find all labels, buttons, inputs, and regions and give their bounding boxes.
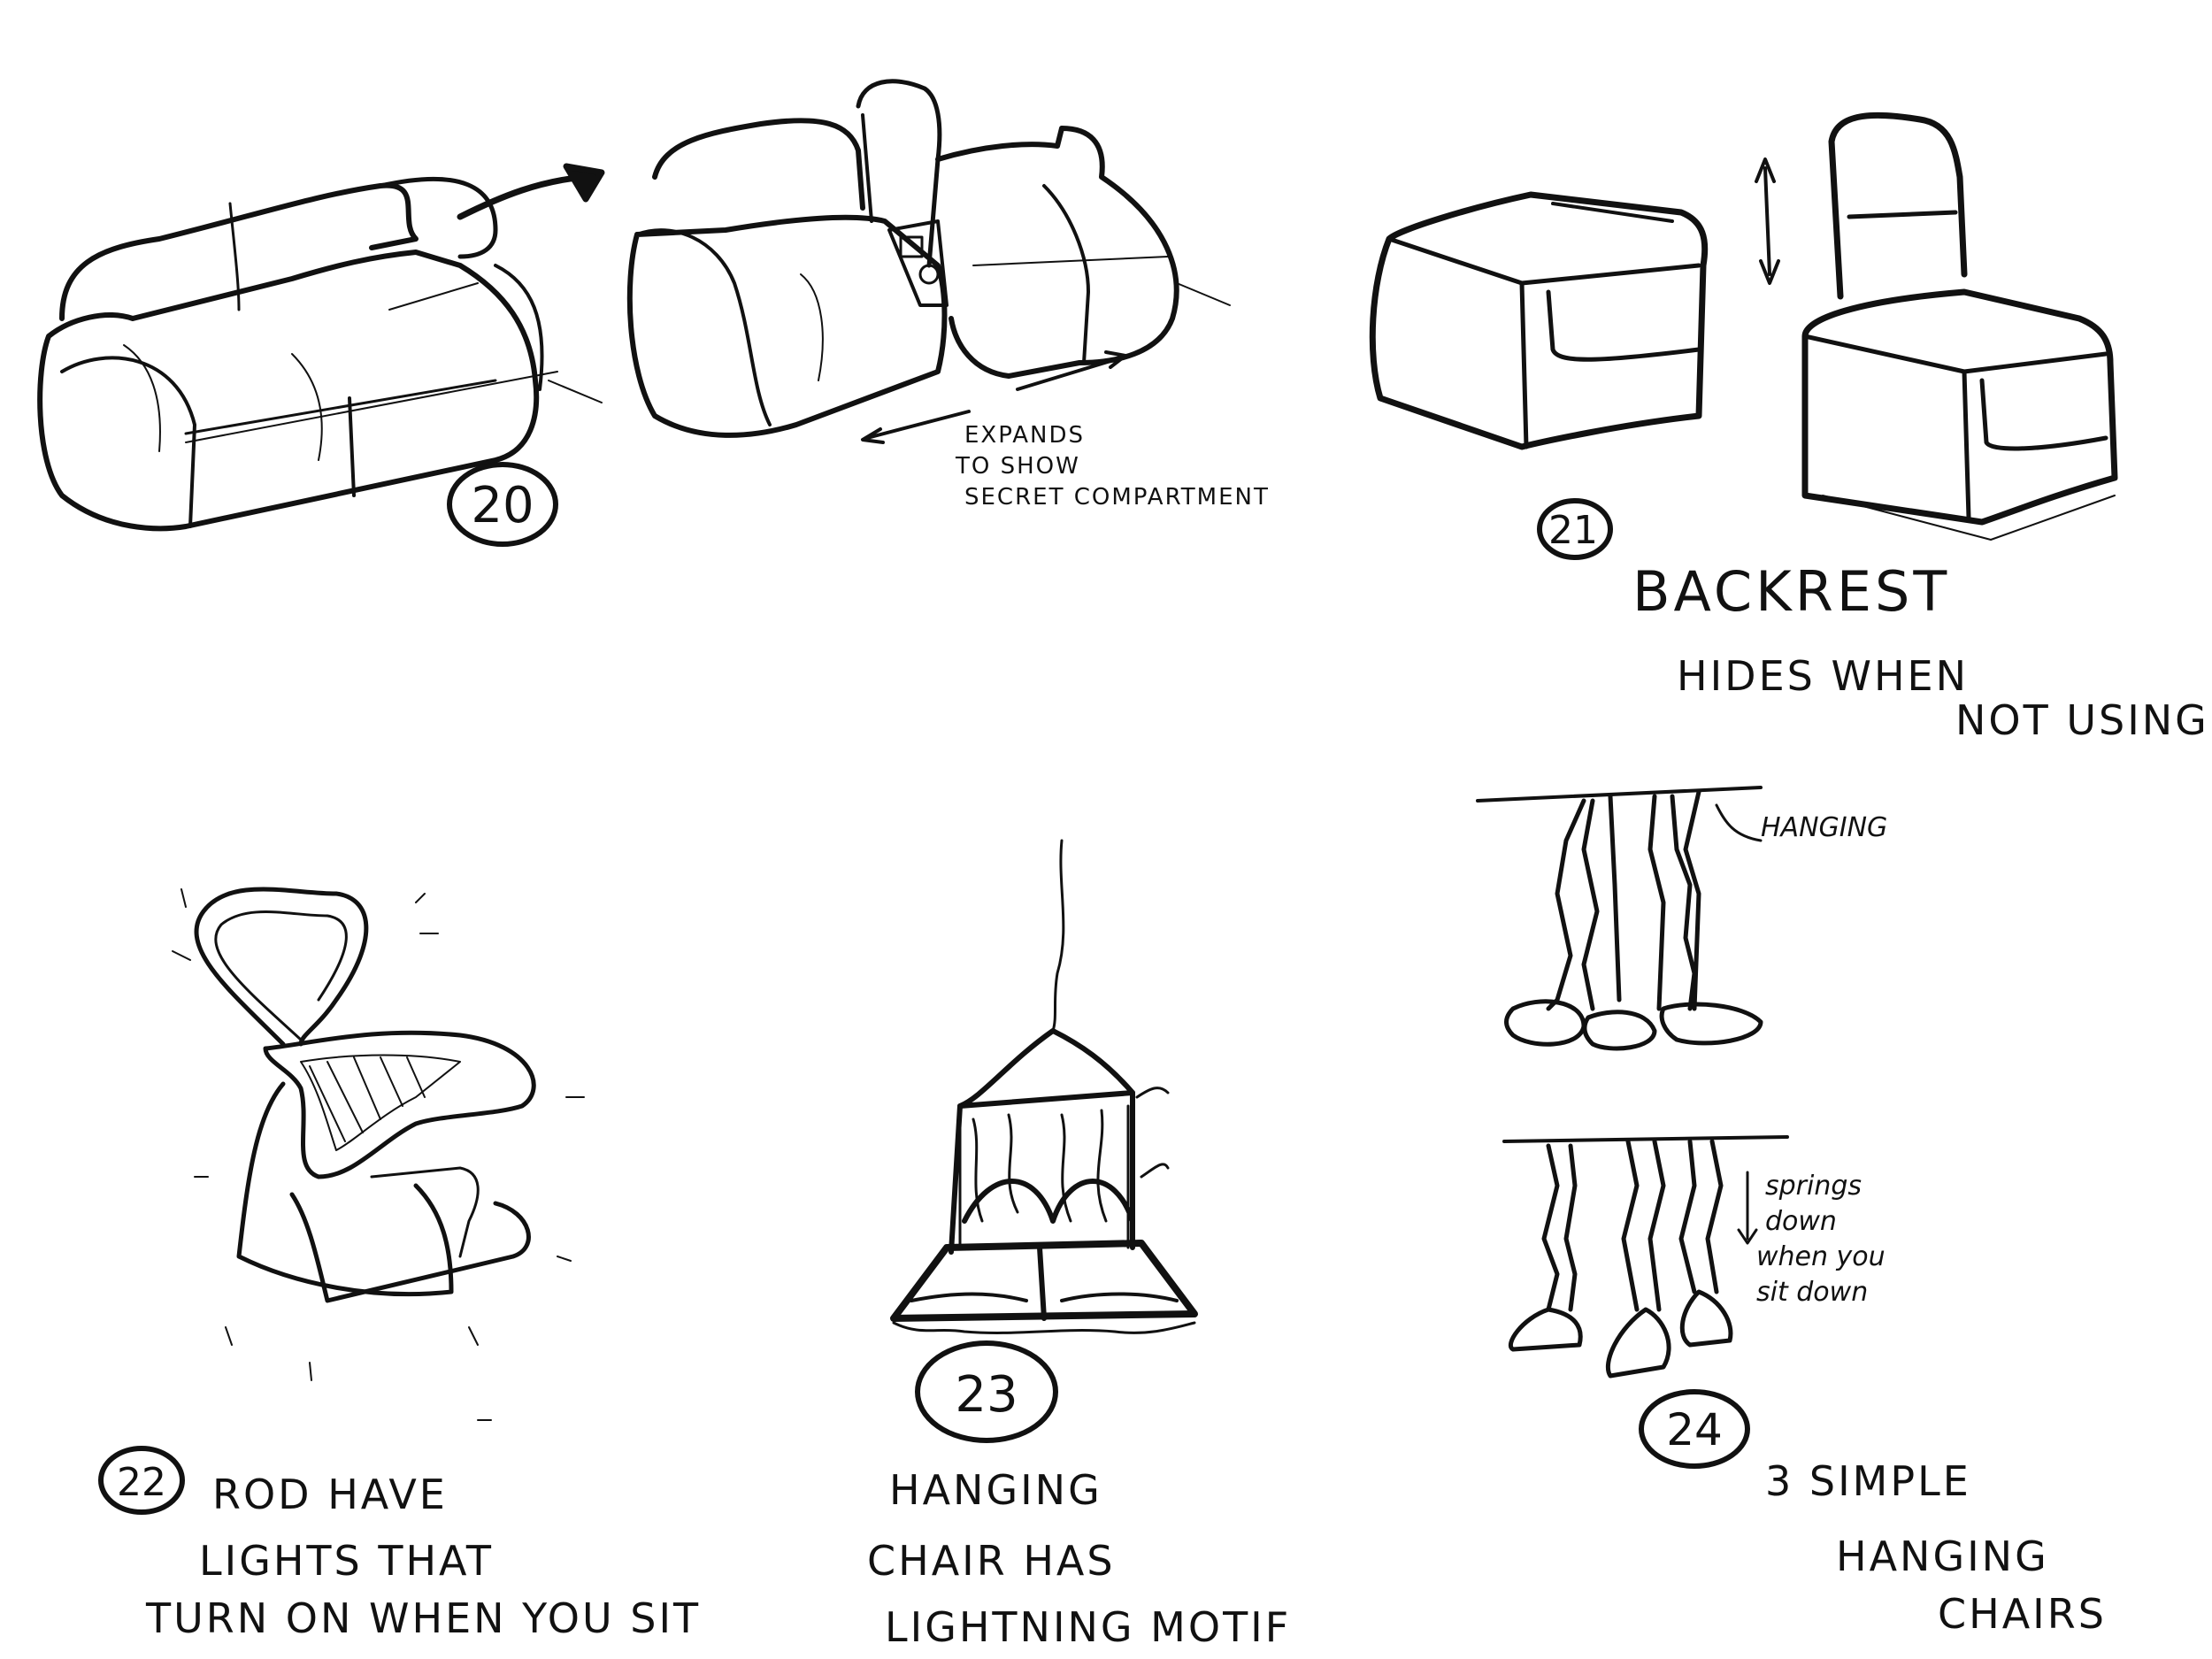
sketch-21-chair-with-backrest bbox=[1801, 111, 2118, 541]
sketch-21-note-3: NOT USING bbox=[1955, 696, 2209, 744]
sketch-23-number-badge: 23 bbox=[915, 1340, 1058, 1443]
sketch-24-note-1: 3 SIMPLE bbox=[1765, 1457, 1971, 1505]
sketch-24-callout-when-you: when you bbox=[1756, 1241, 1886, 1272]
sketch-20-note-2: TO SHOW bbox=[955, 453, 1080, 480]
sketch-22-rod-chair bbox=[194, 887, 536, 1303]
sketch-24-note-2: HANGING bbox=[1836, 1532, 2049, 1580]
sketch-22-number-badge: 22 bbox=[98, 1446, 185, 1515]
sketch-24-note-3: CHAIRS bbox=[1938, 1590, 2107, 1638]
sketch-20-number-badge: 20 bbox=[447, 462, 558, 547]
sketch-22-note-2: LIGHTS THAT bbox=[199, 1537, 494, 1585]
sketch-24-hanging-chairs-down bbox=[1502, 1135, 1789, 1379]
sketch-24-number-badge: 24 bbox=[1639, 1389, 1750, 1469]
springs-down-arrow-icon bbox=[1737, 1171, 1758, 1245]
sketch-21-number-badge: 21 bbox=[1537, 498, 1613, 560]
sketch-23-note-1: HANGING bbox=[889, 1466, 1102, 1514]
sketch-23-note-3: LIGHTNING MOTIF bbox=[885, 1603, 1291, 1651]
sketch-24-callout-sit-down: sit down bbox=[1756, 1277, 1868, 1308]
light-rays-icon bbox=[172, 888, 585, 1421]
hanging-callout-arrow-icon bbox=[1715, 803, 1763, 842]
sketch-22-number: 22 bbox=[117, 1460, 166, 1505]
transform-arrow-icon bbox=[457, 163, 605, 220]
expand-arrows-icon bbox=[861, 350, 1127, 444]
sketch-21-note-2: HIDES WHEN bbox=[1677, 652, 1969, 700]
sketch-20-expanded-sofa bbox=[626, 79, 1231, 438]
sketch-20-number: 20 bbox=[471, 477, 534, 534]
sketch-24-callout-hanging: HANGING bbox=[1761, 812, 1887, 843]
up-down-arrow-icon bbox=[1755, 157, 1780, 285]
sketch-21-note-1: BACKREST bbox=[1632, 559, 1950, 624]
sketch-22-note-1: ROD HAVE bbox=[212, 1471, 448, 1518]
sketch-22-note-3: TURN ON WHEN YOU SIT bbox=[145, 1594, 701, 1642]
sketch-20-note-1: EXPANDS bbox=[964, 422, 1085, 449]
sketch-20-note-3: SECRET COMPARTMENT bbox=[964, 484, 1270, 511]
sketch-20-sofa bbox=[37, 176, 603, 532]
sketch-24-callout-springs: springs bbox=[1765, 1171, 1862, 1202]
sketch-23-note-2: CHAIR HAS bbox=[867, 1537, 1116, 1585]
sketch-21-cube-chair bbox=[1369, 191, 1709, 450]
sketch-24-callout-down: down bbox=[1765, 1206, 1837, 1237]
sketch-21-number: 21 bbox=[1548, 508, 1598, 553]
sketch-24-hanging-chairs-up bbox=[1476, 786, 1763, 1051]
sketch-23-number: 23 bbox=[955, 1366, 1018, 1424]
sketch-23-hanging-chair bbox=[890, 839, 1198, 1334]
sketch-24-number: 24 bbox=[1666, 1404, 1723, 1455]
